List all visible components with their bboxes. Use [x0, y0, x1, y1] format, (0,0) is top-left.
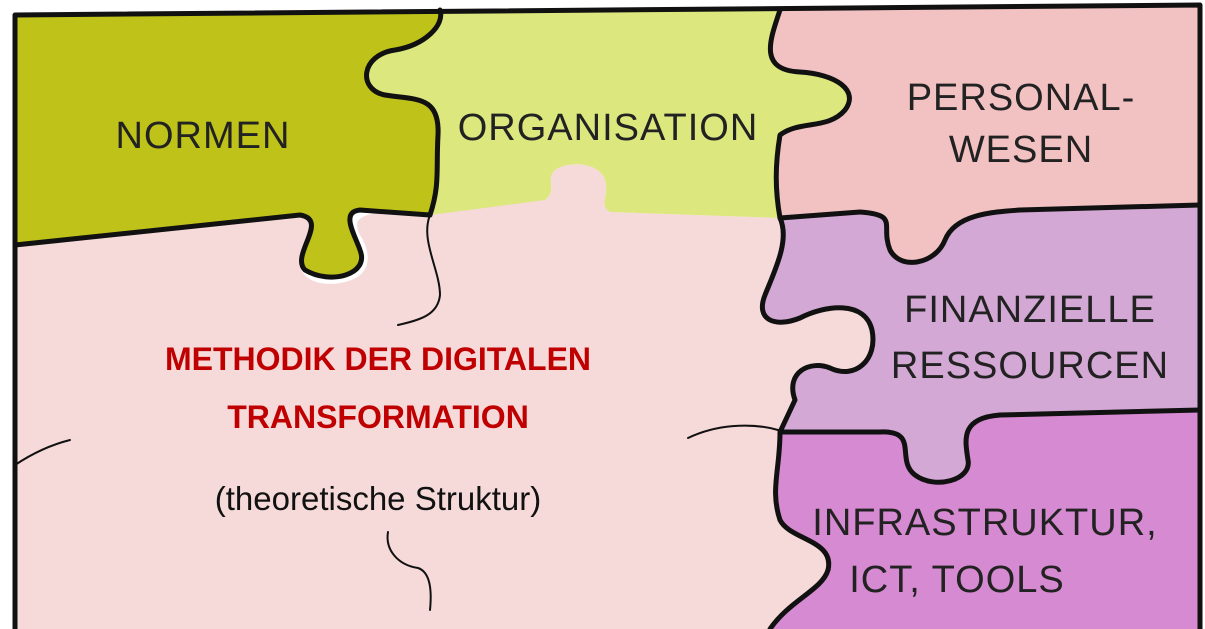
normen-label: NORMEN: [116, 115, 291, 157]
finanzielle-label-line2: RESSOURCEN: [891, 345, 1169, 387]
infrastruktur-label-line2: ICT, TOOLS: [849, 559, 1065, 601]
personalwesen-piece: [770, 5, 1200, 263]
methodik-title-line1: METHODIK DER DIGITALEN: [165, 341, 591, 377]
outline-personal: [777, 202, 1203, 265]
normen-piece: [15, 10, 441, 278]
inner-line-3: [687, 424, 779, 439]
outline-finanz-left: [760, 215, 876, 435]
methodik-piece: [15, 164, 873, 629]
outline-infra-left: [767, 429, 832, 629]
outline-outer: [12, 2, 1203, 629]
personalwesen-label-line2: WESEN: [949, 129, 1093, 171]
organisation-label: ORGANISATION: [458, 107, 759, 149]
inner-line-2: [14, 439, 71, 466]
infrastruktur-piece: [770, 410, 1200, 629]
finanzielle-label-line1: FINANZIELLE: [904, 289, 1156, 331]
infrastruktur-label-line1: INFRASTRUKTUR,: [812, 502, 1157, 544]
inner-line-1: [397, 214, 442, 326]
outline-normen-bottom: [12, 207, 433, 280]
outline-normen: [364, 7, 444, 218]
outline-organisation: [767, 7, 852, 221]
methodik-title-line2: TRANSFORMATION: [227, 399, 529, 435]
organisation-piece: [366, 10, 850, 218]
outline-finanz-bottom: [777, 407, 1203, 485]
methodik-subtitle: (theoretische Struktur): [215, 480, 541, 517]
personalwesen-label-line1: PERSONAL-: [907, 77, 1136, 119]
finanzielle-piece: [762, 205, 1200, 483]
inner-line-4: [386, 531, 432, 611]
